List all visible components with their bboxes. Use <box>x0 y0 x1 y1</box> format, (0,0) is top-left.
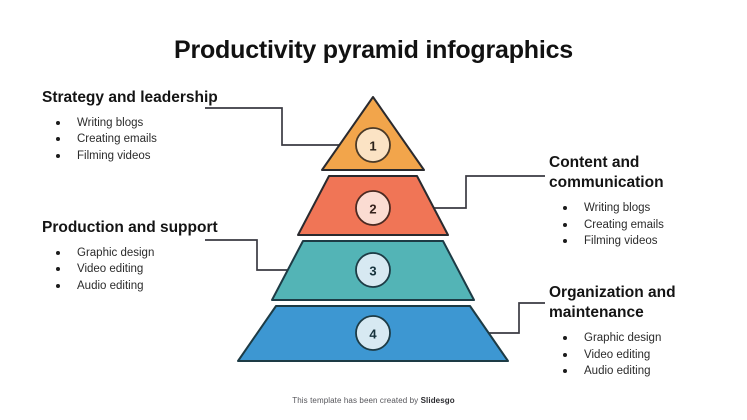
bullet-icon <box>563 336 567 341</box>
info-block-strategy-title: Strategy and leadership <box>42 89 218 106</box>
footer-credit-text: This template has been created by <box>292 396 421 405</box>
list-item-label: Creating emails <box>584 218 664 231</box>
list-item-label: Video editing <box>584 348 651 361</box>
pyramid-level-1[interactable]: 1 <box>321 96 425 171</box>
bullet-icon <box>56 137 60 142</box>
pyramid-level-2-number: 2 <box>369 202 376 217</box>
footer-brand: Slidesgo <box>420 396 455 405</box>
pyramid-level-3-badge <box>355 252 391 288</box>
pyramid-level-4[interactable]: 4 <box>237 305 509 362</box>
list-item: Video editing <box>42 261 242 277</box>
list-item: Graphic design <box>42 245 242 261</box>
footer-credit: This template has been created by Slides… <box>0 396 747 405</box>
bullet-icon <box>56 121 60 126</box>
pyramid-level-1-badge <box>355 127 391 163</box>
info-block-organization: Organization and maintenance Graphic des… <box>549 283 747 379</box>
pyramid-level-3[interactable]: 3 <box>271 240 475 301</box>
page-title: Productivity pyramid infographics <box>173 36 574 64</box>
pyramid-level-3-number: 3 <box>369 264 376 279</box>
info-block-content-title: Content and communication <box>549 154 664 192</box>
pyramid-level-4-badge <box>355 315 391 351</box>
bullet-icon <box>56 251 60 256</box>
info-block-strategy: Strategy and leadership Writing blogs Cr… <box>42 88 242 164</box>
list-item: Creating emails <box>42 131 242 147</box>
list-item: Audio editing <box>42 278 242 294</box>
bullet-icon <box>563 352 567 357</box>
pyramid-level-2[interactable]: 2 <box>297 175 449 236</box>
connector-line-1 <box>205 107 366 146</box>
pyramid-level-1-number: 1 <box>369 139 376 154</box>
list-item: Audio editing <box>549 363 747 379</box>
list-item-label: Audio editing <box>77 279 144 292</box>
list-item-label: Audio editing <box>584 364 651 377</box>
list-item-label: Creating emails <box>77 133 157 146</box>
info-block-strategy-list: Writing blogs Creating emails Filming vi… <box>42 115 242 164</box>
bullet-icon <box>56 283 60 288</box>
info-block-organization-title: Organization and maintenance <box>549 284 676 322</box>
list-item: Filming videos <box>549 233 747 249</box>
pyramid-level-2-badge <box>355 190 391 226</box>
list-item: Video editing <box>549 347 747 363</box>
bullet-icon <box>563 222 567 227</box>
list-item-label: Filming videos <box>77 149 151 162</box>
list-item: Writing blogs <box>42 115 242 131</box>
info-block-production-list: Graphic design Video editing Audio editi… <box>42 245 242 294</box>
list-item-label: Video editing <box>77 263 144 276</box>
list-item-label: Writing blogs <box>77 117 144 130</box>
list-item-label: Writing blogs <box>584 202 651 215</box>
info-block-production-title: Production and support <box>42 219 218 236</box>
info-block-production: Production and support Graphic design Vi… <box>42 218 242 294</box>
list-item: Graphic design <box>549 330 747 346</box>
info-block-content-list: Writing blogs Creating emails Filming vi… <box>549 200 747 249</box>
list-item: Writing blogs <box>549 200 747 216</box>
bullet-icon <box>563 238 567 243</box>
bullet-icon <box>56 153 60 158</box>
list-item: Filming videos <box>42 148 242 164</box>
info-block-content: Content and communication Writing blogs … <box>549 153 747 249</box>
list-item-label: Graphic design <box>77 247 155 260</box>
list-item: Creating emails <box>549 217 747 233</box>
info-block-organization-list: Graphic design Video editing Audio editi… <box>549 330 747 379</box>
list-item-label: Graphic design <box>584 332 662 345</box>
pyramid-level-4-number: 4 <box>369 327 377 342</box>
bullet-icon <box>56 267 60 272</box>
bullet-icon <box>563 206 567 211</box>
list-item-label: Filming videos <box>584 234 658 247</box>
bullet-icon <box>563 368 567 373</box>
